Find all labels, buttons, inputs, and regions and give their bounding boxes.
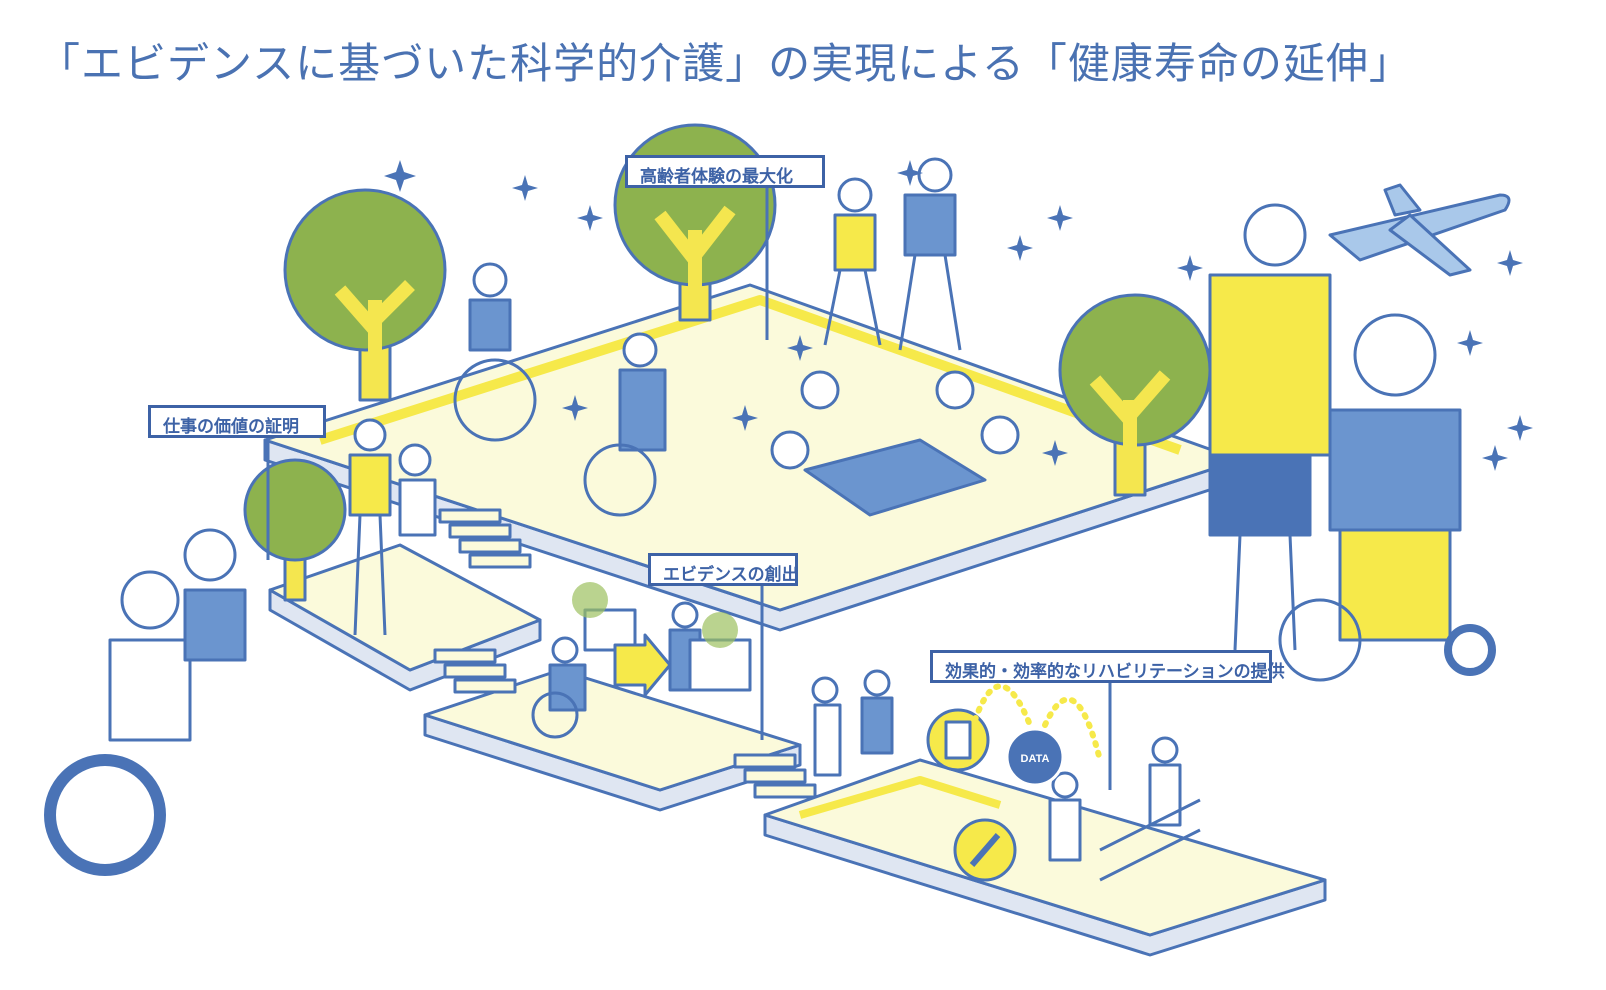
airplane-icon	[1328, 183, 1511, 277]
label-elderly-experience: 高齢者体験の最大化	[625, 155, 825, 188]
page-title: 「エビデンスに基づいた科学的介護」の実現による「健康寿命の延伸」	[38, 39, 1412, 88]
evidence-screens	[572, 582, 752, 697]
top-platform	[263, 283, 1242, 632]
tree	[1058, 293, 1212, 497]
data-badge: DATA	[1021, 753, 1050, 765]
label-rehab: 効果的・効率的なリハビリテーションの提供	[930, 650, 1285, 683]
people	[44, 157, 1496, 882]
stairs	[433, 508, 817, 799]
sparkle-icons	[384, 160, 1533, 471]
tree	[243, 458, 347, 602]
bottom-right-platform	[763, 758, 1327, 957]
label-evidence-creation: エビデンスの創出	[648, 553, 799, 586]
label-work-value: 仕事の価値の証明	[148, 405, 326, 438]
tree	[283, 188, 447, 402]
rehab-devices	[926, 683, 1103, 882]
